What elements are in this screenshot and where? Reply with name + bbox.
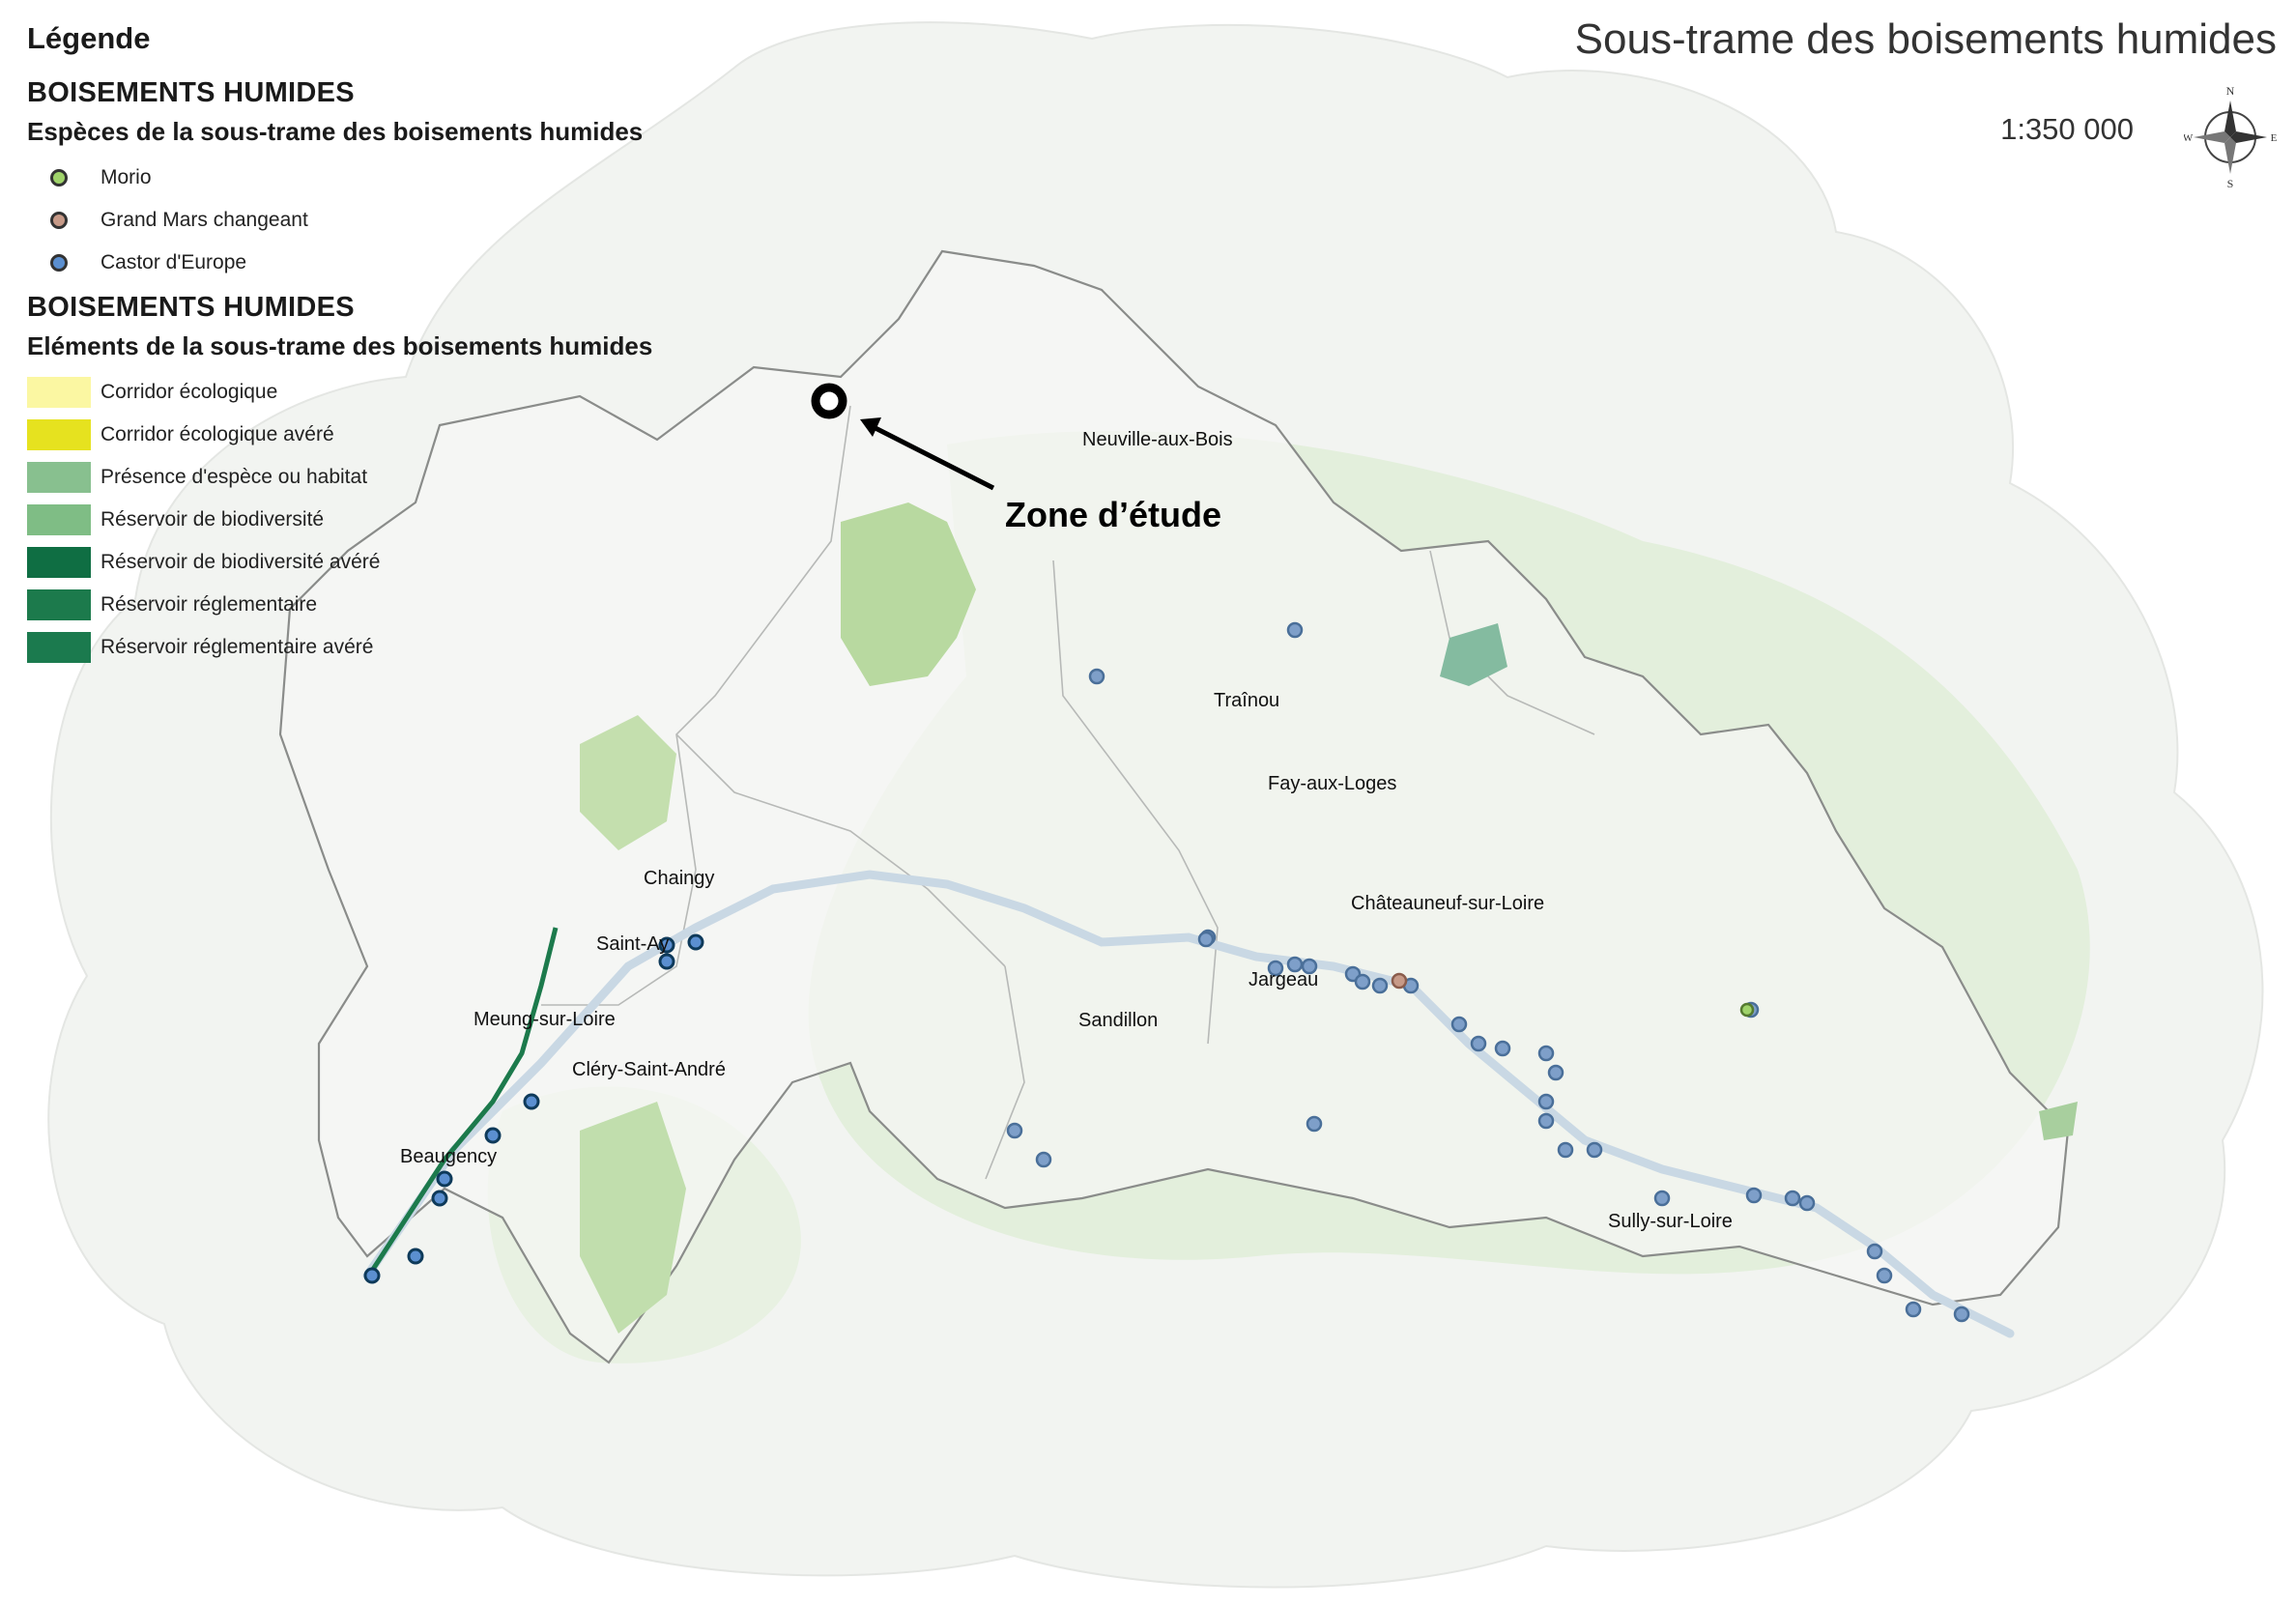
swatch (27, 462, 91, 493)
legend-section-title: BOISEMENTS HUMIDES (27, 77, 355, 108)
study-zone-label: Zone d’étude (1005, 495, 1221, 534)
map-title: Sous-trame des boisements humides (1574, 15, 2277, 63)
legend-species-item: Grand Mars changeant (27, 199, 761, 242)
habitat-patch (841, 502, 976, 686)
town-label: Jargeau (1248, 969, 1319, 990)
study-perimeter (278, 249, 2070, 1364)
habitat-patch (1440, 623, 1507, 686)
legend-label: Réservoir de biodiversité (100, 508, 325, 531)
compass-s: S (2227, 177, 2234, 189)
morio-markers (1739, 1002, 1755, 1018)
town-label: Châteauneuf-sur-Loire (1351, 893, 1545, 914)
beaver-markers-west (363, 933, 704, 1284)
compass-e: E (2271, 132, 2277, 144)
habitat-patch (2039, 1102, 2078, 1140)
legend-element-item: Corridor écologique (27, 371, 761, 414)
swatch (27, 632, 91, 663)
legend-species-item: Castor d'Europe (27, 242, 761, 284)
study-zone-marker (811, 383, 847, 419)
legend-label: Présence d'espèce ou habitat (100, 466, 368, 488)
town-label: Sully-sur-Loire (1608, 1211, 1733, 1232)
legend-element-item: Réservoir réglementaire (27, 584, 761, 626)
town-label: Sandillon (1078, 1010, 1159, 1031)
legend: Légende BOISEMENTS HUMIDES Espèces de la… (27, 21, 761, 669)
town-label: Meung-sur-Loire (474, 1009, 616, 1030)
town-label: Chaingy (644, 868, 715, 889)
swatch (27, 589, 91, 620)
swatch (27, 419, 91, 450)
town-label: Fay-aux-Loges (1268, 773, 1397, 794)
legend-element-item: Corridor écologique avéré (27, 414, 761, 456)
grand-mars-markers (1391, 972, 1408, 990)
town-label: Traînou (1214, 690, 1280, 711)
legend-label: Corridor écologique avéré (100, 423, 334, 445)
legend-element-item: Réservoir de biodiversité avéré (27, 541, 761, 584)
legend-element-item: Réservoir réglementaire avéré (27, 626, 761, 669)
grand-mars-symbol-icon (50, 212, 68, 229)
arrow-head (860, 417, 881, 437)
legend-heading: Légende (27, 21, 151, 55)
legend-label: Grand Mars changeant (100, 209, 308, 231)
habitat-patch (580, 715, 676, 850)
study-zone-arrow (868, 422, 995, 491)
habitat-patch (580, 1102, 686, 1334)
legend-label: Réservoir de biodiversité avéré (100, 551, 381, 573)
swatch (27, 377, 91, 408)
scale-label: 1:350 000 (2000, 112, 2134, 146)
legend-element-item: Réservoir de biodiversité (27, 499, 761, 541)
compass-n: N (2226, 84, 2235, 98)
town-label: Neuville-aux-Bois (1082, 429, 1233, 450)
beaver-markers (1006, 621, 1970, 1323)
legend-label: Réservoir réglementaire avéré (100, 636, 374, 658)
morio-symbol-icon (50, 169, 68, 187)
legend-label: Morio (100, 166, 152, 188)
legend-label: Corridor écologique (100, 381, 278, 403)
legend-species-item: Morio (27, 157, 761, 199)
legend-element-item: Présence d'espèce ou habitat (27, 456, 761, 499)
town-label: Saint-Ay (596, 933, 670, 955)
regulated-reservoir-corridor (369, 927, 559, 1273)
swatch (27, 504, 91, 535)
compass-w: W (2184, 132, 2194, 144)
compass-rose-icon: N S W E (2184, 84, 2277, 189)
town-label: Cléry-Saint-André (572, 1059, 726, 1080)
legend-section-subtitle: Eléments de la sous-trame des boisements… (27, 331, 653, 360)
legend-label: Réservoir réglementaire (100, 593, 318, 616)
legend-label: Castor d'Europe (100, 251, 247, 273)
castor-symbol-icon (50, 254, 68, 272)
swatch (27, 547, 91, 578)
legend-section-title: BOISEMENTS HUMIDES (27, 292, 355, 323)
legend-section-subtitle: Espèces de la sous-trame des boisements … (27, 117, 644, 146)
town-label: Beaugency (400, 1146, 498, 1167)
